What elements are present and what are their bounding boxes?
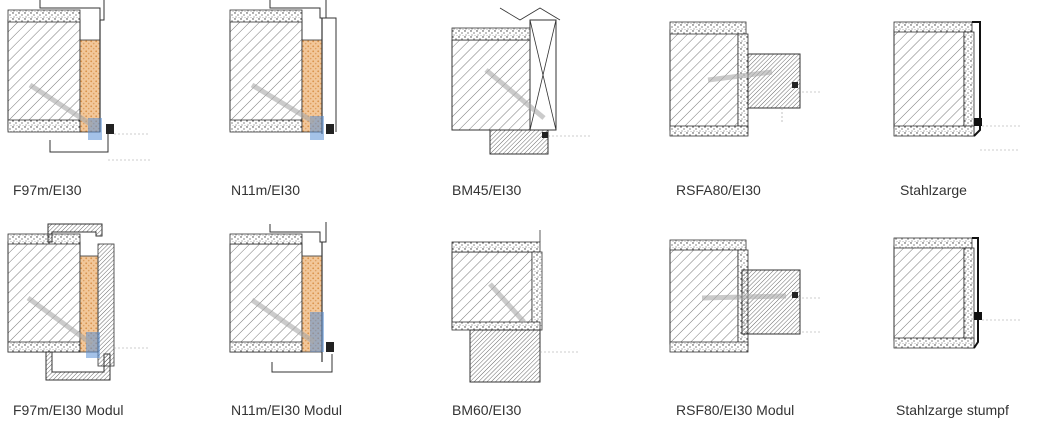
section-f97m-ei30: F97m/EI30 [0,0,200,212]
section-drawing [669,239,822,353]
section-drawing [451,7,590,155]
section-label: BM60/EI30 [452,402,522,418]
section-n11m-ei30-modul: N11m/EI30 Modul [222,212,422,424]
section-stahlzarge: Stahlzarge [880,0,1048,212]
section-label: Stahlzarge stumpf [896,402,1009,418]
section-label: RSFA80/EI30 [676,182,761,198]
section-label: N11m/EI30 Modul [231,402,343,418]
section-drawing [893,237,1020,349]
section-drawing [7,223,150,381]
section-drawing [229,222,334,373]
section-rsfa80-ei30: RSFA80/EI30 [662,0,862,212]
section-drawing [669,21,822,137]
section-bm45-ei30: BM45/EI30 [440,0,640,212]
section-label: RSF80/EI30 Modul [676,402,795,418]
section-label: N11m/EI30 [231,182,300,198]
section-label: F97m/EI30 Modul [13,402,124,418]
section-drawing [229,0,337,140]
section-rsf80-ei30-modul: RSF80/EI30 Modul [662,212,862,424]
section-bm60-ei30: BM60/EI30 [440,212,640,424]
section-drawing [893,21,1020,151]
section-n11m-ei30: N11m/EI30 [222,0,422,212]
section-label: BM45/EI30 [452,182,522,198]
section-stahlzarge-stumpf: Stahlzarge stumpf [880,212,1048,424]
section-label: F97m/EI30 [13,182,82,198]
section-drawing [451,230,580,383]
section-drawing [7,0,150,161]
section-label: Stahlzarge [900,182,967,198]
section-f97m-ei30-modul: F97m/EI30 Modul [0,212,200,424]
